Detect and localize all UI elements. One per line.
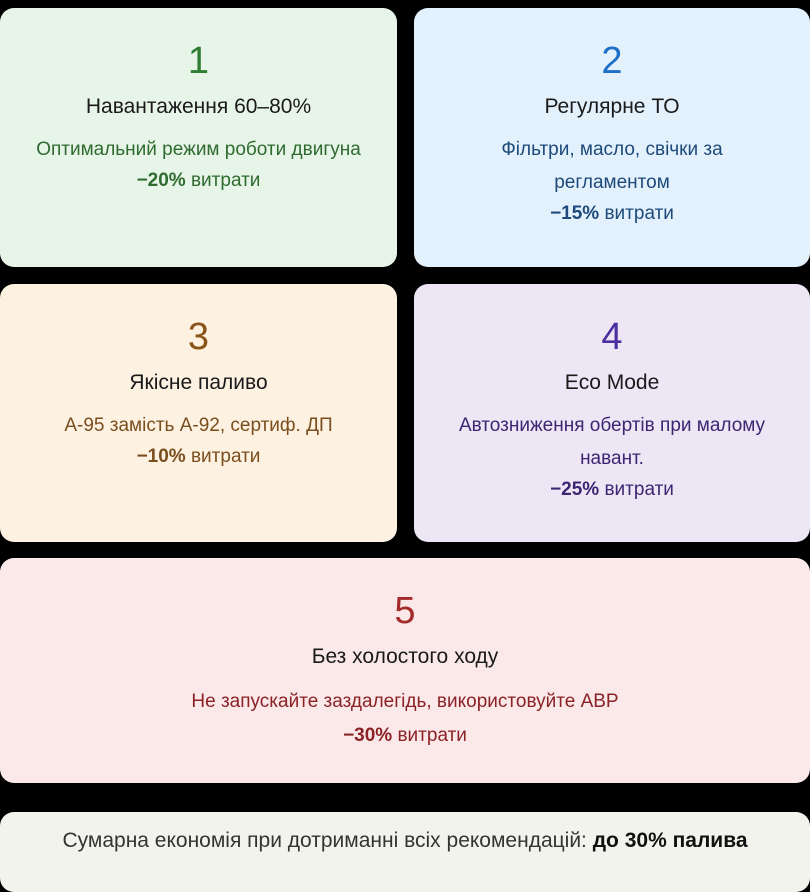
card-description: Фільтри, масло, свічки за регламентом — [501, 139, 723, 193]
card-title: Навантаження 60–80% — [85, 95, 312, 118]
saving-label: витрати — [599, 203, 674, 224]
tip-card-eco-mode: 4 Eco Mode Автозниження обертів при мало… — [414, 284, 810, 542]
card-saving: −15% витрати — [414, 199, 810, 229]
card-saving: −10% витрати — [0, 442, 397, 472]
summary-highlight: до 30% палива — [592, 829, 748, 852]
card-number: 3 — [187, 316, 210, 358]
saving-value: −10% — [136, 446, 186, 467]
saving-label: витрати — [185, 446, 261, 467]
saving-value: −25% — [550, 479, 600, 500]
tip-card-load: 1 Навантаження 60–80% Оптимальний режим … — [0, 8, 397, 267]
card-number: 2 — [601, 40, 623, 82]
card-saving: −25% витрати — [414, 475, 810, 505]
card-number: 1 — [187, 40, 210, 82]
card-description: Автозниження обертів при малому навант. — [458, 415, 766, 469]
summary-text: Сумарна економія при дотриманні всіх рек… — [62, 829, 593, 852]
tip-card-no-idle: 5 Без холостого ходу Не запускайте зазда… — [0, 558, 810, 783]
card-description: Оптимальний режим роботи двигуна — [36, 139, 361, 160]
card-description: А-95 замість А-92, сертиф. ДП — [64, 415, 333, 436]
card-title: Без холостого ходу — [311, 645, 499, 668]
tip-card-maintenance: 2 Регулярне ТО Фільтри, масло, свічки за… — [414, 8, 810, 267]
card-description: Не запускайте заздалегідь, використовуйт… — [191, 691, 619, 712]
card-number: 4 — [601, 316, 623, 358]
tip-card-fuel: 3 Якісне паливо А-95 замість А-92, серти… — [0, 284, 397, 542]
card-title: Якісне паливо — [129, 371, 268, 394]
saving-value: −20% — [136, 170, 186, 191]
card-title: Регулярне ТО — [544, 95, 680, 118]
saving-label: витрати — [392, 725, 467, 746]
card-title: Eco Mode — [564, 371, 660, 394]
saving-label: витрати — [185, 170, 261, 191]
saving-value: −30% — [343, 725, 393, 746]
summary-banner: Сумарна економія при дотриманні всіх рек… — [0, 812, 810, 892]
card-saving: −20% витрати — [0, 166, 397, 196]
card-number: 5 — [394, 590, 416, 632]
saving-label: витрати — [599, 479, 674, 500]
saving-value: −15% — [550, 203, 600, 224]
card-saving: −30% витрати — [0, 721, 810, 751]
